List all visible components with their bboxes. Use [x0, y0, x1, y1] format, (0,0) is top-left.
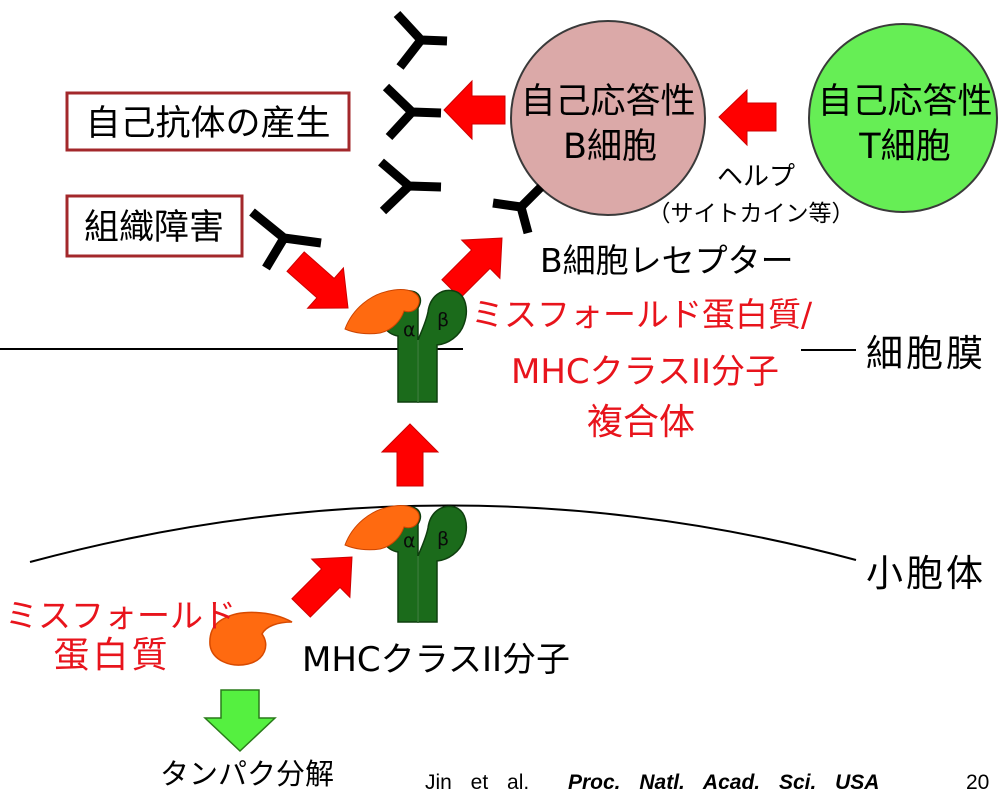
mhc-class-ii-label: MHCクラスII分子 — [302, 640, 570, 680]
arrow-antibody-to-complex — [286, 251, 349, 309]
autoantibody-production-box — [65, 91, 351, 152]
complex-label-line2: MHCクラスII分子 — [511, 352, 779, 392]
autoreactive-b-cell — [510, 20, 706, 216]
t-cell-label-line2: T細胞 — [858, 127, 950, 167]
t-cell-label-line1: 自己応答性 — [817, 82, 992, 122]
tissue-binding-antibody-icon — [249, 208, 322, 271]
arrow-t-cell-to-b-cell — [718, 88, 777, 147]
arrow-transport-to-surface — [380, 423, 440, 487]
antibody-icon — [393, 10, 448, 70]
arrow-b-cell-to-antibodies — [443, 79, 506, 141]
mhc-beta-chain — [417, 289, 467, 403]
mhc-beta-chain — [417, 505, 467, 623]
arrow-misfolded-to-mhc — [291, 556, 353, 618]
endoplasmic-reticulum-label: 小胞体 — [866, 552, 986, 595]
beta-chain-label: β — [437, 528, 449, 550]
complex-label-line3: 複合体 — [587, 402, 695, 443]
autoreactive-t-cell — [808, 23, 998, 213]
misfolded-protein-label-line1: ミスフォールド — [5, 596, 236, 635]
citation-year: 20 — [966, 771, 989, 794]
antibody-icon — [382, 83, 442, 141]
b-cell-receptor-icon — [492, 183, 545, 235]
cell-membrane-label: 細胞膜 — [866, 332, 986, 375]
cytokine-label: （サイトカイン等） — [648, 201, 855, 227]
tissue-damage-label: 組織障害 — [84, 208, 224, 248]
arrow-protein-degradation — [203, 689, 277, 753]
complex-label-line1: ミスフォールド蛋白質/ — [471, 295, 813, 334]
proteolysis-label: タンパク分解 — [160, 757, 334, 791]
b-cell-label-line2: B細胞 — [563, 127, 657, 167]
endoplasmic-reticulum-membrane-curve — [29, 504, 857, 563]
beta-chain-label: β — [437, 309, 449, 331]
mhc-class-ii-complex-er: α β — [344, 505, 467, 623]
b-cell-label-line1: 自己応答性 — [520, 82, 695, 122]
misfolded-protein-bound — [344, 505, 420, 551]
autoantibody-production-label: 自己抗体の産生 — [85, 104, 330, 144]
alpha-chain-label: α — [403, 530, 416, 552]
b-cell-receptor-label: B細胞レセプター — [540, 241, 794, 280]
citation: Jin et al. Proc. Natl. Acad. Sci. USA 20 — [425, 771, 989, 794]
help-label: ヘルプ — [717, 162, 795, 192]
citation-journal: Proc. Natl. Acad. Sci. USA — [568, 771, 879, 794]
arrow-complex-to-b-cell-receptor — [441, 237, 503, 299]
citation-authors: Jin et al. — [425, 771, 529, 794]
misfolded-protein-free — [209, 611, 293, 666]
mhc-class-ii-complex-cell-surface: α β — [344, 289, 467, 403]
misfolded-protein-label-line2: 蛋白質 — [53, 635, 170, 676]
misfolded-protein-bound — [344, 289, 420, 335]
alpha-chain-label: α — [403, 319, 416, 341]
antibody-icon — [378, 158, 442, 215]
tissue-damage-box — [65, 194, 244, 258]
